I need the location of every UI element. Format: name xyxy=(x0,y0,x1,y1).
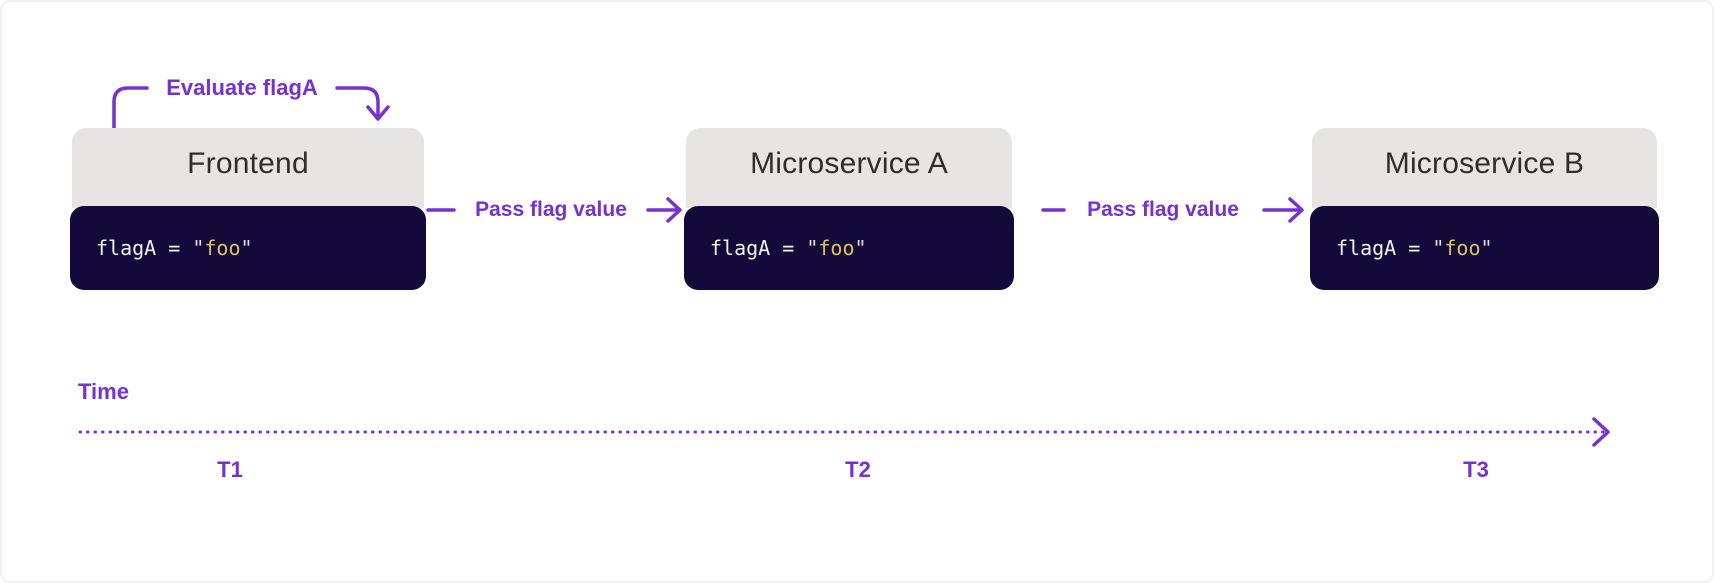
code-line: flagA = "foo" xyxy=(96,236,253,260)
tick-t2: T2 xyxy=(845,457,871,482)
service-title: Frontend xyxy=(187,147,309,180)
code-block: flagA = "foo" xyxy=(684,206,1014,290)
service-header: Microservice B xyxy=(1312,128,1657,208)
code-close-quote: " xyxy=(854,236,867,260)
code-open-quote: " xyxy=(192,236,205,260)
timeline-label: Time xyxy=(78,379,129,404)
code-close-quote: " xyxy=(240,236,253,260)
service-box-microservice-a: Microservice A flagA = "foo" xyxy=(684,128,1014,290)
code-block: flagA = "foo" xyxy=(1310,206,1659,290)
code-open-quote: " xyxy=(1432,236,1445,260)
service-title: Microservice A xyxy=(750,147,948,180)
tick-t1: T1 xyxy=(217,457,243,482)
code-block: flagA = "foo" xyxy=(70,206,426,290)
code-close-quote: " xyxy=(1480,236,1493,260)
bracket-left-line xyxy=(112,86,149,130)
tick-t3: T3 xyxy=(1463,457,1489,482)
code-string-value: foo xyxy=(818,236,855,260)
code-line: flagA = "foo" xyxy=(710,236,867,260)
service-title: Microservice B xyxy=(1384,147,1585,180)
pass-flag-value-label-2: Pass flag value xyxy=(1087,198,1239,221)
code-variable: flagA = xyxy=(96,236,193,260)
timeline-axis xyxy=(78,417,1610,447)
service-header: Frontend xyxy=(72,128,424,208)
service-box-microservice-b: Microservice B flagA = "foo" xyxy=(1310,128,1659,290)
service-box-frontend: Frontend flagA = "foo" xyxy=(70,128,426,290)
arrow-right-icon xyxy=(666,197,682,223)
timeline-arrow-right-icon xyxy=(1592,417,1610,447)
code-variable: flagA = xyxy=(1336,236,1433,260)
code-variable: flagA = xyxy=(710,236,807,260)
code-line: flagA = "foo" xyxy=(1336,236,1493,260)
code-string-value: foo xyxy=(1444,236,1481,260)
code-string-value: foo xyxy=(204,236,241,260)
arrow-right-icon xyxy=(1288,197,1304,223)
service-header: Microservice A xyxy=(686,128,1012,208)
pass-flag-value-label-1: Pass flag value xyxy=(475,198,627,221)
code-open-quote: " xyxy=(806,236,819,260)
arrow-down-icon xyxy=(366,105,390,121)
evaluate-flaga-label: Evaluate flagA xyxy=(166,75,318,100)
bracket-right-line xyxy=(335,86,380,120)
